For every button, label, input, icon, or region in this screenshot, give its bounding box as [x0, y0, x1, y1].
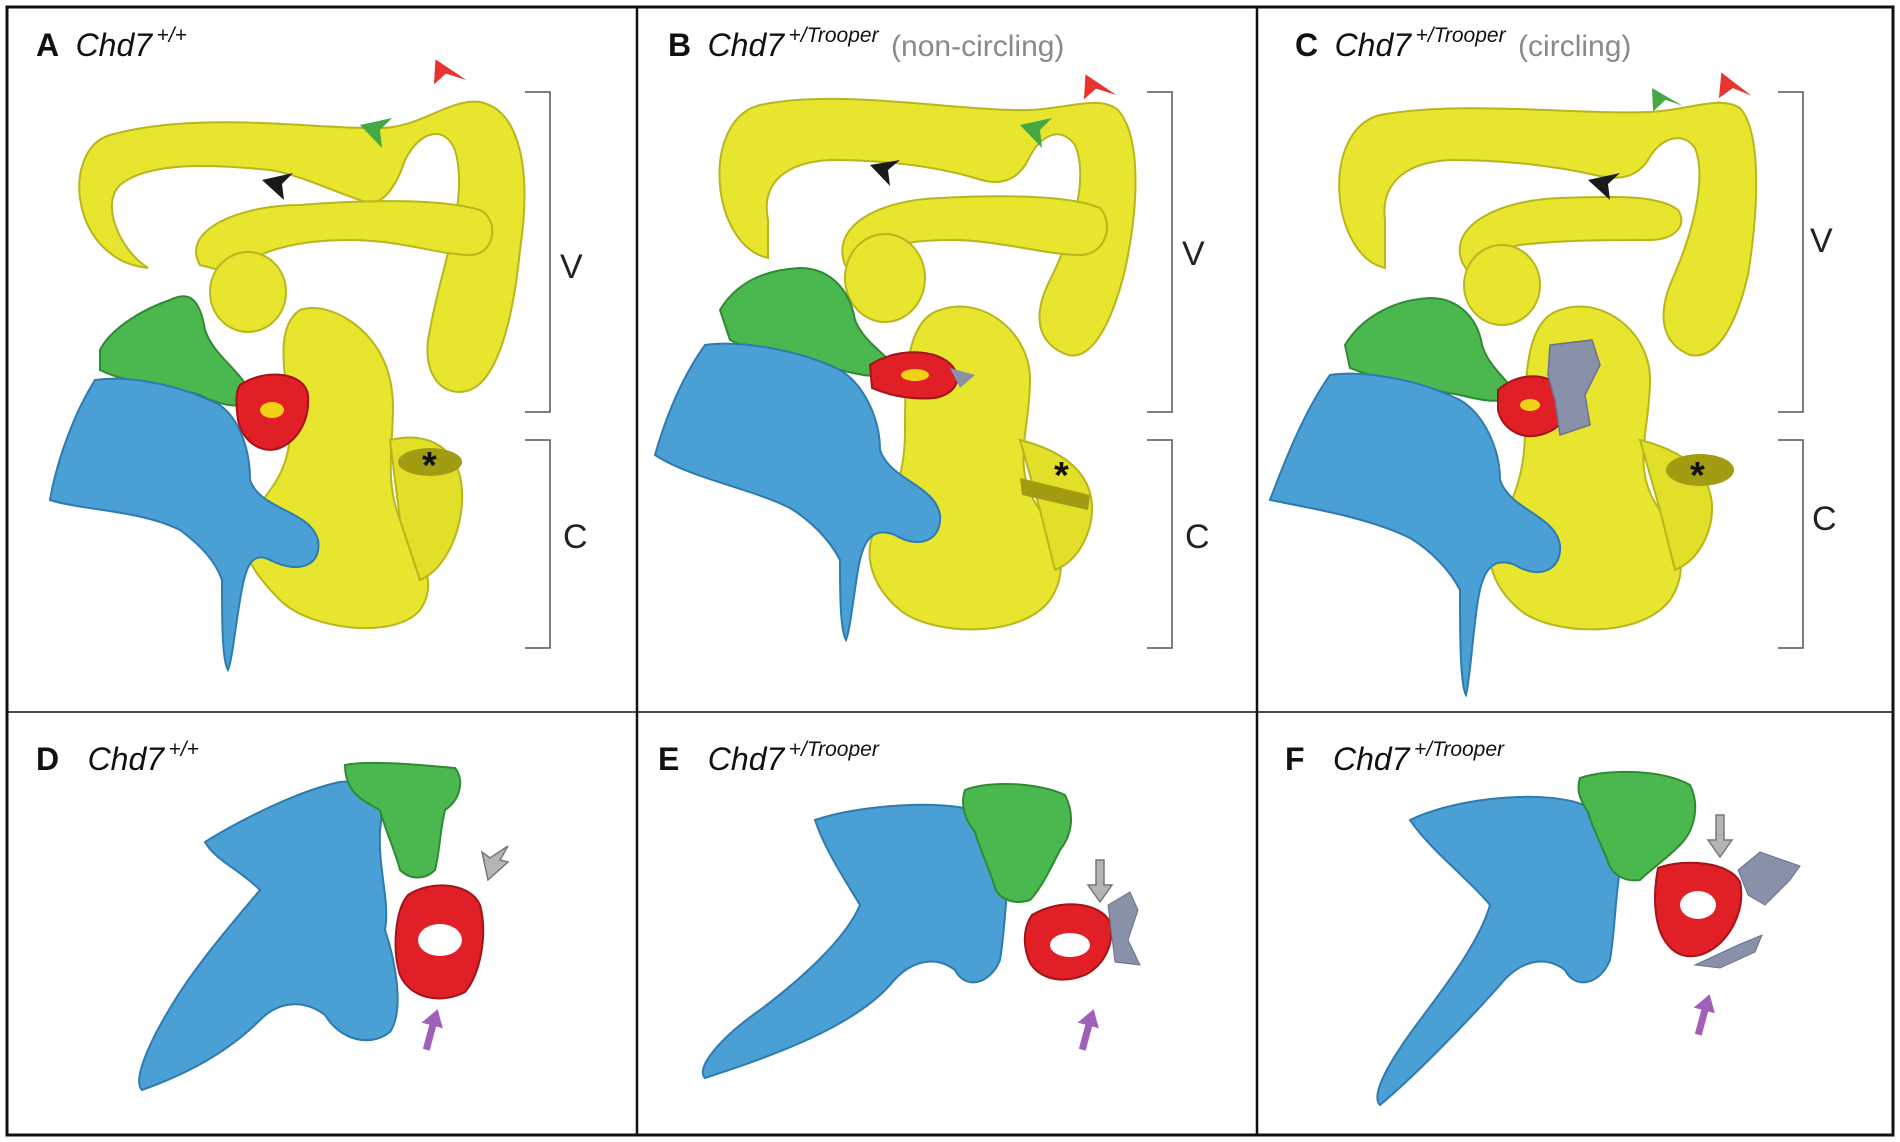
ectopic-bone-b — [950, 368, 975, 388]
genotype-label: Chd7 — [708, 27, 786, 63]
malleus-f — [1376, 795, 1622, 1107]
stapes-foramen-d — [418, 924, 462, 956]
genotype-label: Chd7 — [1335, 27, 1413, 63]
panel-letter: B — [668, 27, 691, 63]
incus-f — [1577, 770, 1697, 882]
panel-e: E Chd7 +/Trooper — [658, 738, 1141, 1080]
stapes-foramen-f — [1680, 891, 1716, 919]
bracket-cochlear-b — [1147, 439, 1173, 649]
malleus-e — [701, 803, 1012, 1080]
stapes-footplate-a — [260, 402, 284, 418]
genotype-label: Chd7 — [708, 741, 786, 777]
arrow-gray-f — [1706, 814, 1734, 859]
arrow-gray-e — [1086, 859, 1114, 904]
bracket-vestibular-c — [1778, 91, 1804, 413]
arrowhead-green-b — [1020, 118, 1052, 148]
malleus-d — [138, 780, 399, 1092]
ectopic-bone-e — [1107, 891, 1141, 966]
ectopic-bone-c — [1547, 339, 1601, 436]
cut-surface-a — [398, 448, 462, 476]
panel-letter: C — [1295, 27, 1318, 63]
arrowhead-green-a — [360, 118, 392, 148]
label-vestibular-b: V — [1182, 235, 1205, 273]
panel-letter: A — [36, 27, 59, 63]
genotype-superscript: +/Trooper — [1414, 738, 1505, 761]
phenotype-note: (non-circling) — [891, 30, 1064, 63]
arrow-purple-f — [1693, 994, 1715, 1036]
panel-d: D Chd7 +/+ — [36, 738, 510, 1092]
bracket-vestibular-a — [525, 91, 551, 413]
arrowhead-red-b — [1083, 74, 1117, 100]
panel-b: B Chd7 +/Trooper (non-circling) * V C — [653, 24, 1210, 649]
genotype-label: Chd7 — [1333, 741, 1411, 777]
arrowhead-red-c — [1718, 72, 1752, 99]
panel-letter: D — [36, 741, 59, 777]
panel-letter: E — [658, 741, 679, 777]
incus-d — [343, 761, 462, 879]
asterisk-c: * — [1690, 455, 1705, 497]
arrowhead-black-b — [870, 160, 900, 186]
incus-e — [962, 783, 1072, 903]
arrowhead-green-c — [1651, 88, 1683, 112]
panel-letter: F — [1285, 741, 1305, 777]
malleus-b — [653, 342, 942, 643]
stapes-foramen-e — [1050, 933, 1090, 957]
figure-frame — [5, 5, 1895, 1137]
arrowhead-black-c — [1588, 173, 1620, 200]
arrow-purple-e — [1077, 1009, 1099, 1051]
panel-d-title: D Chd7 +/+ — [36, 738, 199, 777]
panel-c: C Chd7 +/Trooper (circling) * V C — [1268, 24, 1837, 698]
bracket-cochlear-a — [525, 439, 551, 649]
panel-f: F Chd7 +/Trooper — [1285, 738, 1801, 1107]
arrowhead-red-a — [433, 59, 467, 85]
arrowhead-black-a — [262, 173, 293, 200]
panel-a-title: A Chd7 +/+ — [36, 24, 187, 63]
cut-surface-b — [1020, 478, 1090, 510]
genotype-superscript: +/Trooper — [789, 738, 880, 761]
panel-f-title: F Chd7 +/Trooper — [1285, 738, 1505, 777]
malleus-c — [1268, 372, 1562, 698]
label-vestibular-c: V — [1810, 222, 1833, 260]
asterisk-b: * — [1054, 455, 1069, 497]
cut-surface-c — [1666, 454, 1734, 486]
label-vestibular-a: V — [560, 248, 583, 286]
arrow-purple-d — [421, 1009, 443, 1051]
genotype-superscript: +/Trooper — [1416, 24, 1507, 47]
genotype-superscript: +/+ — [169, 738, 199, 761]
panel-a: A Chd7 +/+ * V C — [36, 24, 588, 673]
label-cochlear-a: C — [563, 518, 588, 556]
ectopic-bone-f-lower — [1693, 934, 1763, 969]
genotype-label: Chd7 — [88, 741, 166, 777]
arrow-gray-d — [480, 845, 510, 882]
stapes-footplate-c — [1520, 399, 1540, 411]
genotype-superscript: +/Trooper — [789, 24, 880, 47]
malleus-a — [48, 377, 320, 673]
panel-e-title: E Chd7 +/Trooper — [658, 738, 880, 777]
label-cochlear-b: C — [1185, 518, 1210, 556]
genotype-superscript: +/+ — [157, 24, 187, 47]
label-cochlear-c: C — [1812, 500, 1837, 538]
bracket-vestibular-b — [1147, 91, 1173, 413]
stapes-footplate-b — [901, 369, 929, 381]
panel-c-title: C Chd7 +/Trooper (circling) — [1295, 24, 1631, 63]
asterisk-a: * — [422, 445, 437, 487]
bracket-cochlear-c — [1778, 439, 1804, 649]
panel-b-title: B Chd7 +/Trooper (non-circling) — [668, 24, 1064, 63]
ectopic-bone-f-upper — [1737, 851, 1801, 906]
genotype-label: Chd7 — [76, 27, 154, 63]
phenotype-note: (circling) — [1518, 30, 1631, 63]
